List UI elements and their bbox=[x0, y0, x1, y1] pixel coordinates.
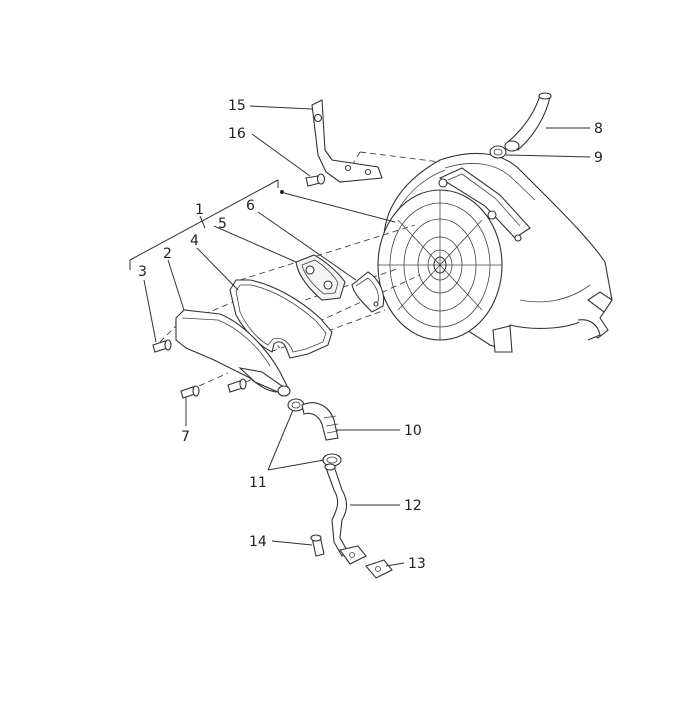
hose-clamp-top bbox=[489, 145, 507, 159]
callout-16: 16 bbox=[228, 126, 246, 142]
callout-11: 11 bbox=[249, 475, 267, 491]
cover-plate bbox=[175, 309, 291, 397]
callout-10: 10 bbox=[404, 423, 422, 439]
reference-dot bbox=[280, 190, 284, 194]
callout-5: 5 bbox=[218, 216, 227, 232]
breather-hose-top bbox=[504, 92, 552, 152]
callout-7: 7 bbox=[181, 429, 190, 445]
callout-2: 2 bbox=[163, 246, 172, 262]
bracket-screw bbox=[305, 173, 326, 187]
callout-labels: 15 16 1 5 6 4 2 3 7 8 9 10 11 12 13 14 bbox=[138, 98, 603, 572]
pipe-flange bbox=[339, 545, 367, 565]
grommet-plate bbox=[295, 254, 346, 301]
flange-gasket bbox=[365, 559, 393, 579]
small-cover-piece bbox=[351, 271, 385, 313]
callout-15: 15 bbox=[228, 98, 246, 114]
screw-7a bbox=[180, 385, 200, 399]
leader-lines bbox=[143, 105, 591, 567]
callout-9: 9 bbox=[594, 150, 603, 166]
callout-13: 13 bbox=[408, 556, 426, 572]
callout-8: 8 bbox=[594, 121, 603, 137]
bolt-14 bbox=[310, 534, 325, 557]
callout-6: 6 bbox=[246, 198, 255, 214]
pipe bbox=[324, 463, 349, 557]
bracket-part bbox=[311, 99, 383, 183]
callout-4: 4 bbox=[190, 233, 199, 249]
callout-1: 1 bbox=[195, 202, 204, 218]
screw-3 bbox=[152, 339, 172, 353]
callout-14: 14 bbox=[249, 534, 267, 550]
callout-3: 3 bbox=[138, 264, 147, 280]
hose-clamp-upper bbox=[287, 398, 305, 412]
group-bracket bbox=[129, 179, 396, 270]
elbow-hose bbox=[301, 402, 339, 441]
callout-12: 12 bbox=[404, 498, 422, 514]
screw-7b bbox=[227, 378, 247, 393]
fan-cover-housing bbox=[377, 152, 613, 353]
